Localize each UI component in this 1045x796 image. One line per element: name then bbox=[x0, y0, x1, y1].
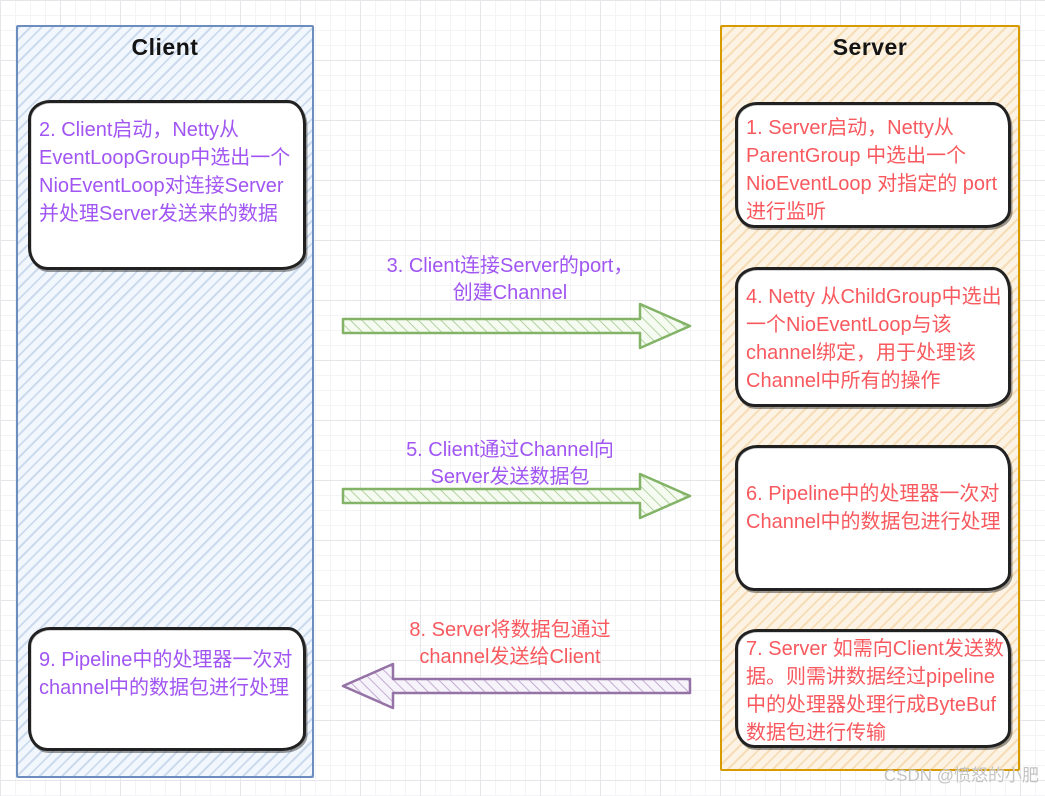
client-step2-text: 2. Client启动，Netty从EventLoopGroup中选出一个Nio… bbox=[39, 119, 291, 225]
csdn-watermark: CSDN @愤怒的小肥 bbox=[883, 766, 1039, 785]
server-step4-note: 4. Netty 从ChildGroup中选出一个NioEventLoop与该c… bbox=[735, 267, 1011, 407]
arrow-step3-label-line1: 3. Client连接Server的port， bbox=[386, 255, 634, 277]
arrow-step8-label-line2: channel发送给Client bbox=[419, 646, 601, 668]
server-step4-text: 4. Netty 从ChildGroup中选出一个NioEventLoop与该c… bbox=[746, 286, 1002, 392]
server-panel-title: Server bbox=[832, 34, 908, 60]
client-step2-note: 2. Client启动，Netty从EventLoopGroup中选出一个Nio… bbox=[28, 100, 306, 270]
server-step7-note: 7. Server 如需向Client发送数据。则需讲数据经过pipeline中… bbox=[735, 629, 1011, 748]
arrow-step8-label: 8. Server将数据包通过 channel发送给Client bbox=[350, 617, 670, 671]
arrow-step5-label: 5. Client通过Channel向 Server发送数据包 bbox=[350, 437, 670, 491]
arrow-step3-label: 3. Client连接Server的port， 创建Channel bbox=[350, 253, 670, 307]
server-step6-text: 6. Pipeline中的处理器一次对Channel中的数据包进行处理 bbox=[746, 483, 1001, 533]
client-step9-text: 9. Pipeline中的处理器一次对channel中的数据包进行处理 bbox=[39, 649, 293, 699]
server-step1-note: 1. Server启动，Netty从 ParentGroup 中选出一个 Nio… bbox=[735, 102, 1011, 228]
server-step6-note: 6. Pipeline中的处理器一次对Channel中的数据包进行处理 bbox=[735, 445, 1011, 591]
client-step9-note: 9. Pipeline中的处理器一次对channel中的数据包进行处理 bbox=[28, 627, 306, 751]
arrow-step5-label-line2: Server发送数据包 bbox=[430, 466, 590, 488]
server-step7-text: 7. Server 如需向Client发送数据。则需讲数据经过pipeline中… bbox=[746, 638, 1004, 744]
arrow-step8-label-line1: 8. Server将数据包通过 bbox=[409, 619, 611, 641]
client-lifeline-panel: Client 2. Client启动，Netty从EventLoopGroup中… bbox=[16, 25, 314, 778]
server-lifeline-panel: Server 1. Server启动，Netty从 ParentGroup 中选… bbox=[720, 25, 1020, 771]
arrow-step3-label-line2: 创建Channel bbox=[452, 282, 568, 304]
server-step1-text: 1. Server启动，Netty从 ParentGroup 中选出一个 Nio… bbox=[746, 117, 998, 223]
arrow-step3-right-icon bbox=[341, 302, 692, 350]
client-panel-title: Client bbox=[131, 34, 199, 60]
arrow-step8-left-icon bbox=[341, 662, 692, 710]
arrow-step5-right-icon bbox=[341, 472, 692, 520]
arrow-step5-label-line1: 5. Client通过Channel向 bbox=[406, 439, 614, 461]
